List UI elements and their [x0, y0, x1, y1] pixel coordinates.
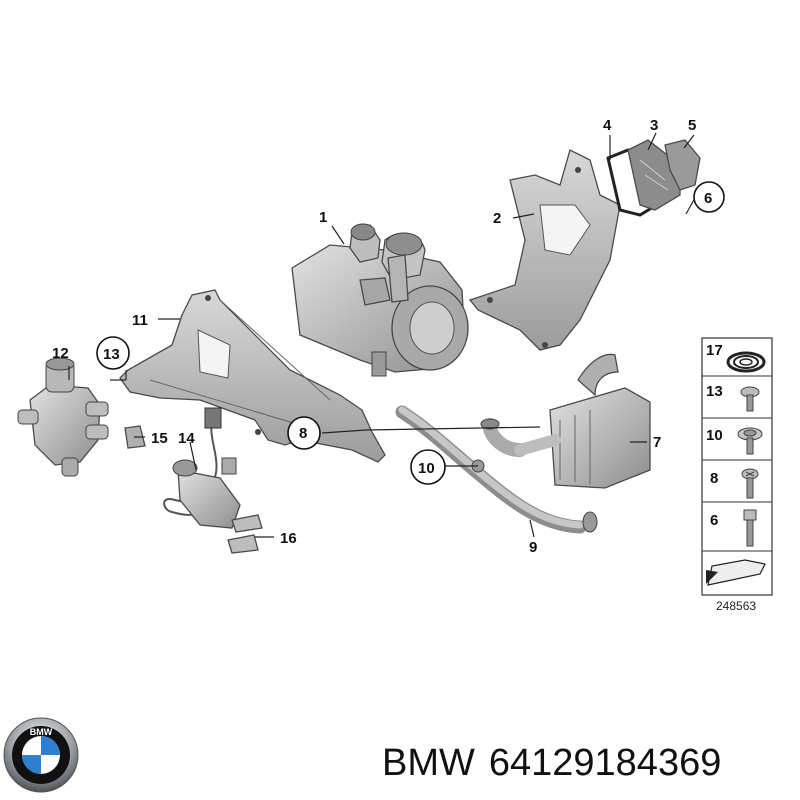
- callout-10: 10: [418, 460, 435, 477]
- callout-6-ring: [693, 181, 725, 213]
- tape-roll-icon: [726, 351, 766, 373]
- valve-part: [17, 357, 109, 477]
- heater-unit-part: [291, 223, 469, 377]
- callout-14: 14: [178, 430, 195, 447]
- part-caption: BMW 64129184369: [382, 742, 721, 785]
- pump-part: [163, 407, 241, 529]
- callout-8: 8: [299, 425, 307, 442]
- callout-3: 3: [650, 117, 658, 134]
- screw-13-icon: [740, 386, 760, 412]
- panel-item-8: 8: [710, 470, 718, 487]
- bolt-6-icon: [743, 509, 757, 547]
- fastener-panel: 17 13 10 8 6: [701, 337, 773, 613]
- panel-item-13: 13: [706, 383, 723, 400]
- callout-8-ring: [287, 416, 321, 450]
- callout-11: 11: [132, 312, 148, 329]
- part-number: 64129184369: [488, 742, 722, 784]
- panel-item-17: 17: [706, 342, 723, 359]
- callout-10-ring: [410, 449, 446, 485]
- screw-8-icon: [741, 468, 759, 499]
- mounting-bracket-part: [119, 289, 386, 463]
- callout-12: 12: [52, 345, 69, 362]
- callout-5: 5: [688, 117, 696, 134]
- callout-13: 13: [103, 346, 120, 363]
- clamp-part: [227, 514, 263, 554]
- reference-number: 248563: [716, 599, 756, 613]
- callout-16: 16: [280, 530, 297, 547]
- logo-text: BMW: [30, 727, 53, 737]
- callout-2: 2: [493, 210, 501, 227]
- pad-part-5: [664, 139, 701, 191]
- callout-1: 1: [319, 209, 327, 226]
- leader-lines: [68, 132, 696, 538]
- bracket-part: [468, 149, 621, 351]
- panel-item-6: 6: [710, 512, 718, 529]
- panel-item-10: 10: [706, 427, 723, 444]
- arrow-icon: [706, 559, 766, 586]
- callout-7: 7: [653, 434, 661, 451]
- bmw-logo: BMW: [3, 717, 79, 793]
- callout-9: 9: [529, 539, 537, 556]
- callouts: 1 2 3 4 5 6 7 8 9 10 11 12 13 14 15 16: [52, 117, 725, 556]
- callout-4: 4: [603, 117, 612, 134]
- callout-6: 6: [704, 190, 712, 207]
- muffler-part: [480, 353, 651, 489]
- callout-15: 15: [151, 430, 168, 447]
- washer-screw-10-icon: [737, 427, 763, 455]
- brand-name: BMW: [382, 742, 475, 784]
- callout-13-ring: [96, 336, 130, 370]
